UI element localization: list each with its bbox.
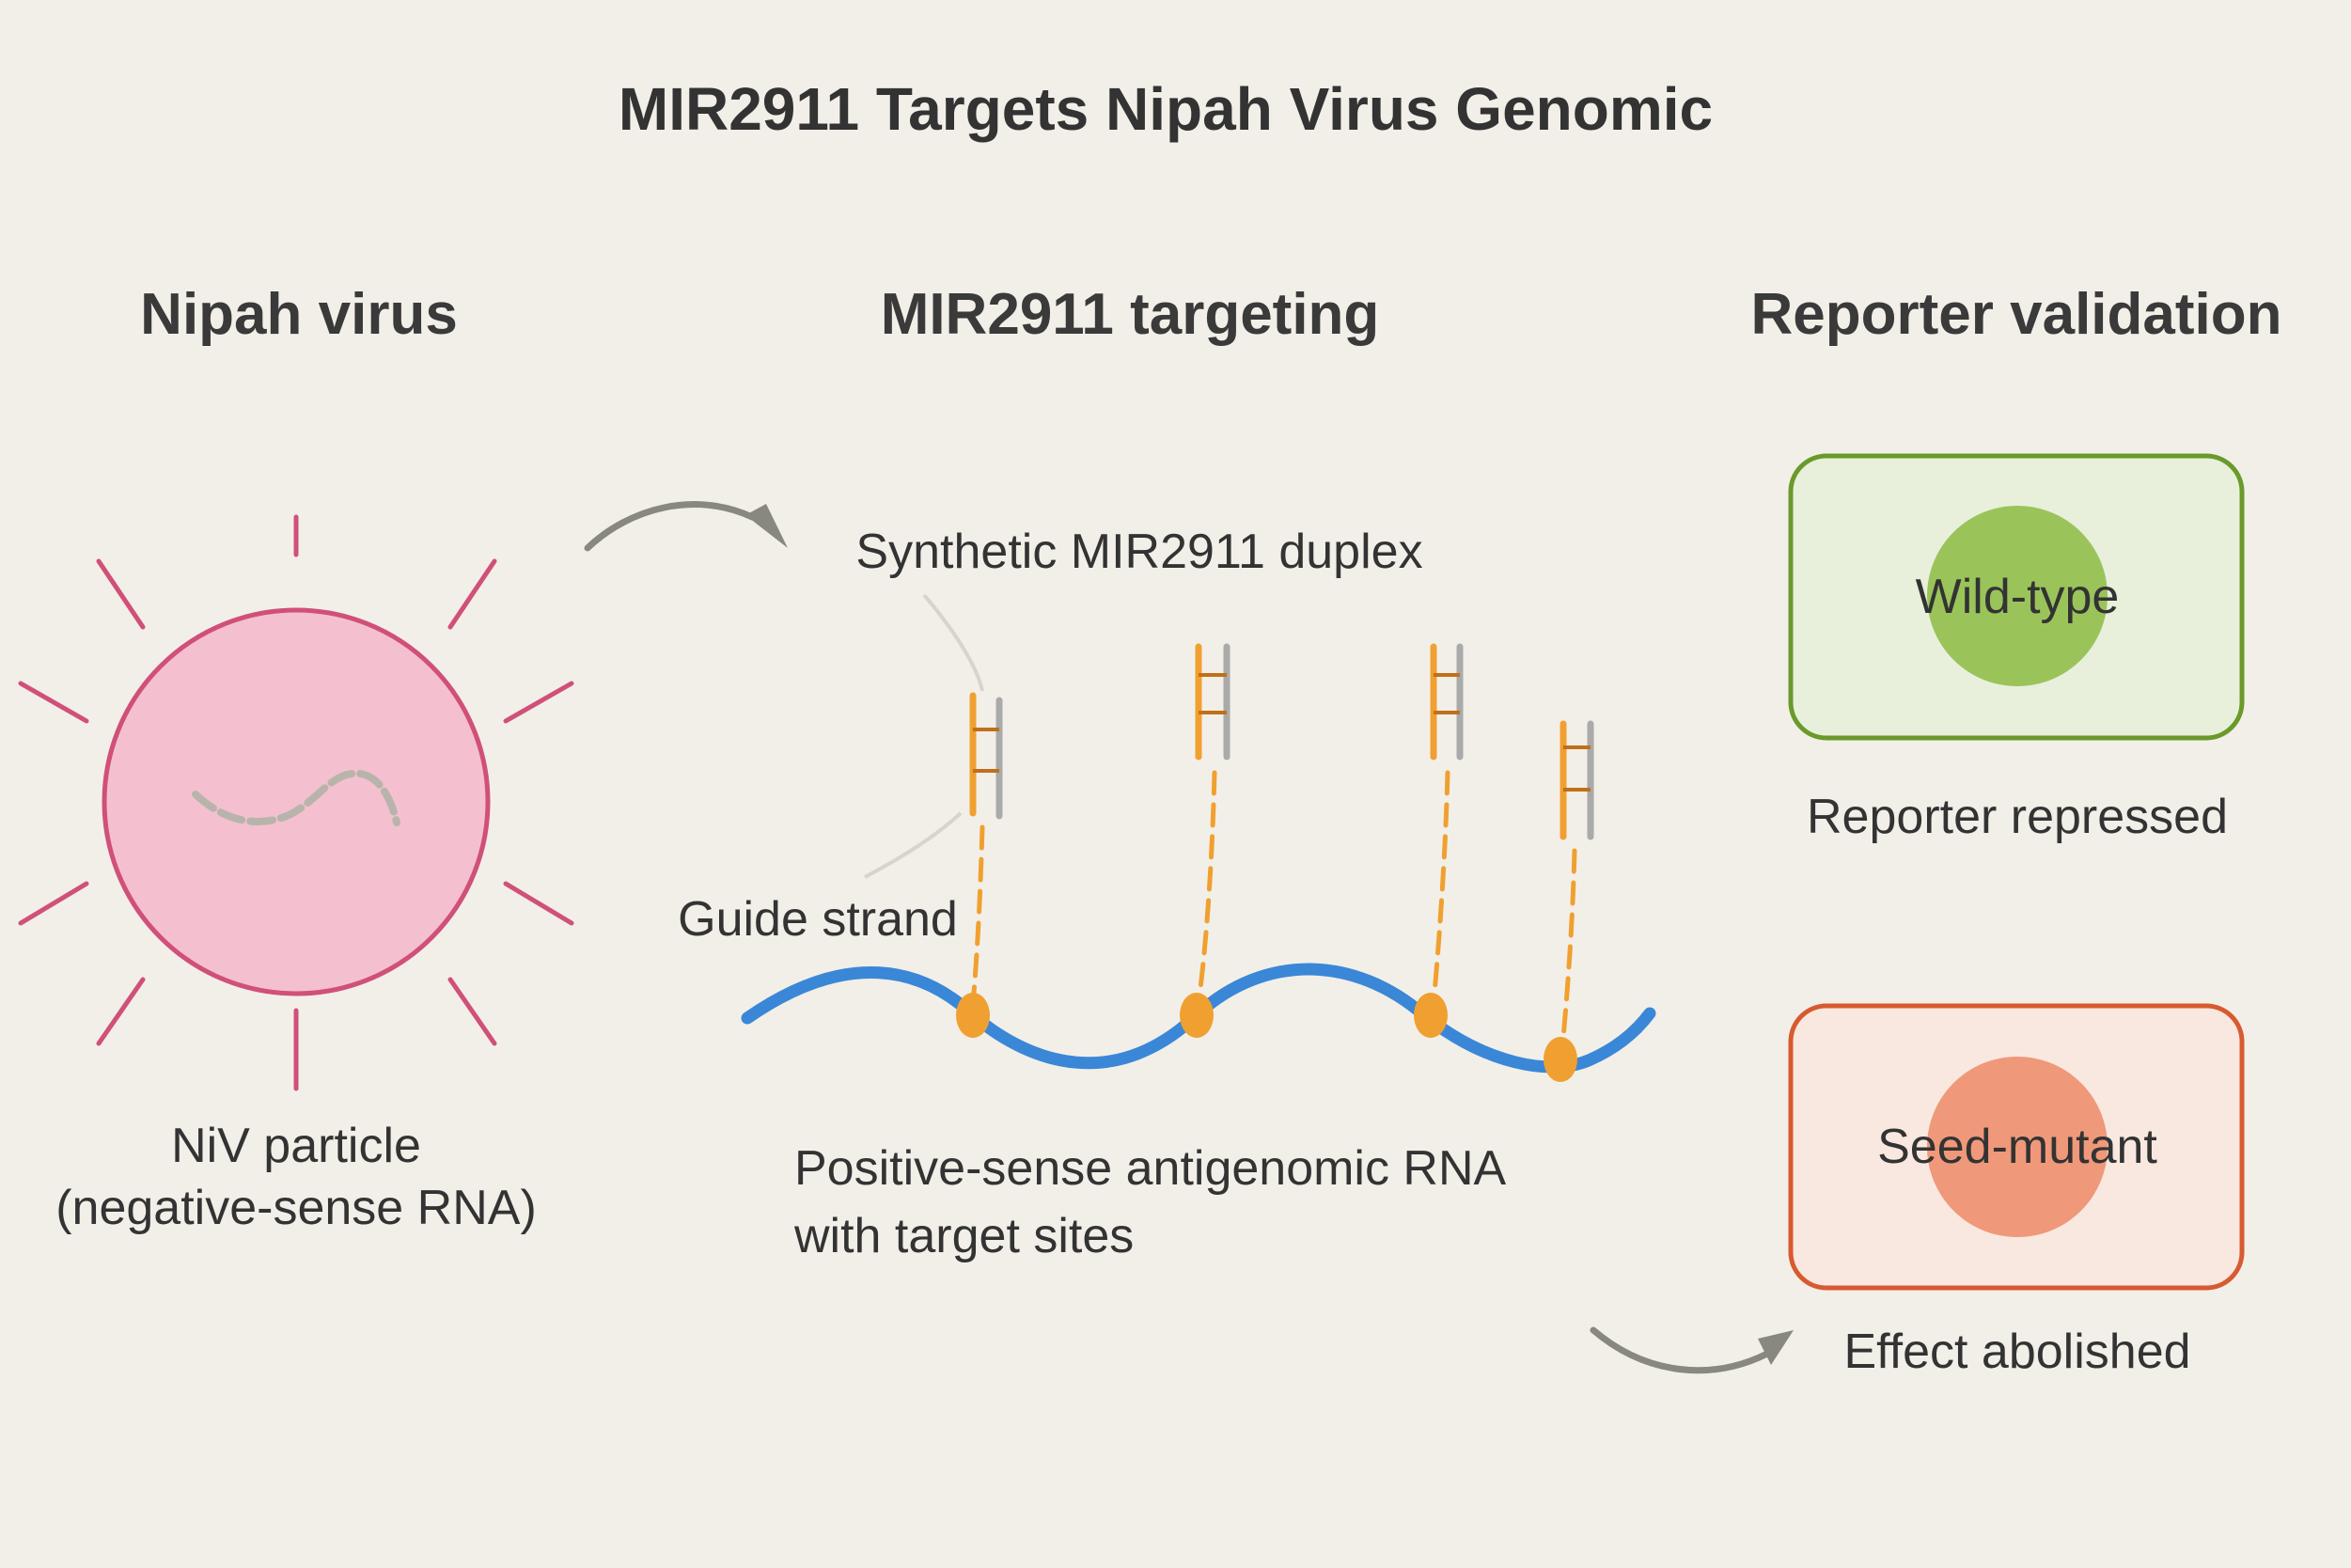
guide-tether — [1431, 770, 1450, 1007]
guide-tether — [1559, 848, 1577, 1051]
virus-spike — [447, 558, 497, 630]
wild-type-label: Wild-type — [1916, 570, 2120, 624]
target-site — [1180, 993, 1214, 1038]
virus-spike — [18, 881, 89, 926]
virus-caption-line2: (negative-sense RNA) — [55, 1181, 537, 1235]
virus-caption-line1: NiV particle — [171, 1119, 421, 1173]
wild-type-cell — [1927, 506, 2108, 686]
target-site — [1414, 993, 1448, 1038]
mirna-duplexes — [969, 643, 1594, 840]
wild-type-reporter: Wild-type — [1788, 453, 2245, 741]
guide-tether — [970, 824, 985, 1007]
mirna-duplex — [1195, 643, 1230, 760]
heading-nipah-virus: Nipah virus — [140, 282, 458, 347]
virus-spike — [96, 558, 146, 630]
arrow-shaft — [584, 501, 756, 552]
virus-spikes — [18, 514, 574, 1091]
seed-mutant-reporter: Seed-mutant — [1788, 1003, 2245, 1291]
rna-label-line1: Positive-sense antigenomic RNA — [794, 1141, 1507, 1196]
heading-reporter-validation: Reporter validation — [1751, 282, 2282, 347]
guide-strand-label: Guide strand — [678, 892, 958, 947]
mirna-duplex — [1430, 643, 1464, 760]
arrow-to-effect — [1590, 1326, 1794, 1374]
guide-tethers — [970, 770, 1577, 1051]
mirna-duplex — [1559, 720, 1594, 840]
virus-spike — [503, 681, 574, 724]
target-site — [1544, 1037, 1577, 1082]
seed-mutant-cell — [1927, 1057, 2108, 1237]
heading-mir2911-targeting: MIR2911 targeting — [881, 282, 1380, 347]
guide-leader-line — [864, 811, 963, 879]
mirna-duplex — [969, 692, 1003, 820]
diagram-title: MIR2911 Targets Nipah Virus Genomic — [619, 75, 1713, 143]
virus-spike — [447, 977, 497, 1046]
seed-mutant-label: Seed-mutant — [1877, 1120, 2157, 1174]
guide-tether — [1196, 770, 1217, 1007]
virus-envelope — [102, 607, 491, 996]
target-sites — [956, 993, 1577, 1082]
arrow-shaft — [1590, 1326, 1771, 1374]
duplex-leader-line — [922, 593, 984, 692]
arrowhead-icon — [745, 504, 788, 548]
virus-particle — [18, 514, 574, 1091]
virus-spike — [503, 881, 574, 926]
arrow-to-targeting — [584, 501, 788, 552]
wild-type-result: Reporter repressed — [1807, 790, 2228, 844]
arrowhead-icon — [1758, 1330, 1794, 1365]
viral-genome-rna — [192, 769, 400, 826]
virus-spike — [18, 681, 89, 724]
virus-spike — [96, 977, 146, 1046]
rna-label-line2: with target sites — [793, 1209, 1134, 1263]
duplex-label: Synthetic MIR2911 duplex — [855, 525, 1422, 579]
seed-mutant-result: Effect abolished — [1843, 1325, 2190, 1379]
target-site — [956, 993, 990, 1038]
